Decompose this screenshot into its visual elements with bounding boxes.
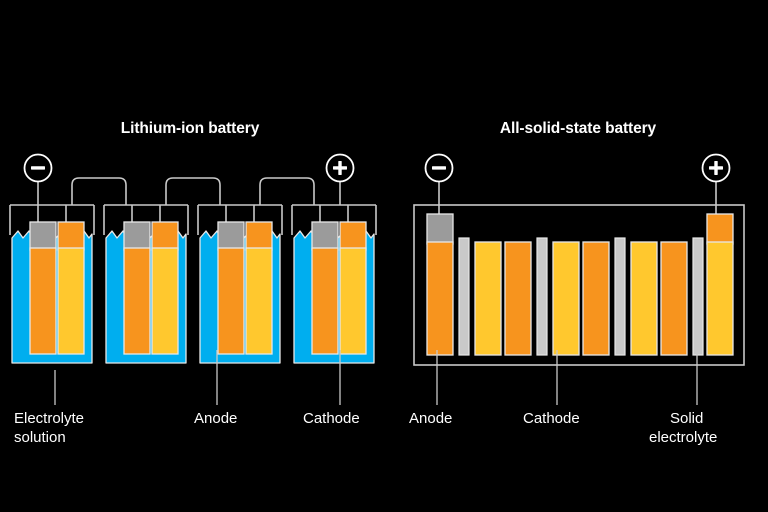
- plus-terminal-circle: [701, 153, 731, 183]
- cathode: [630, 241, 658, 356]
- cell-frame: [9, 204, 95, 235]
- lithium-ion-cell-1: [9, 204, 95, 364]
- minus-icon: [31, 166, 45, 170]
- callout-label-solid-electrolyte-line2: electrolyte: [649, 429, 717, 446]
- callout-label-anode: Anode: [194, 410, 237, 427]
- anode-tab: [311, 221, 339, 251]
- callout-cathode-solid-state: Cathode: [523, 350, 580, 427]
- callout-label-cathode: Cathode: [523, 410, 580, 427]
- panel-title-lithium-ion: Lithium-ion battery: [121, 120, 260, 137]
- cathode: [339, 247, 367, 355]
- cathode: [57, 247, 85, 355]
- cathode: [151, 247, 179, 355]
- cathode: [474, 241, 502, 356]
- callout-electrolyte-solution: Electrolyte solution: [14, 370, 84, 446]
- cathode-tab: [151, 221, 179, 251]
- anode: [504, 241, 532, 356]
- anode-tab: [123, 221, 151, 251]
- anode-tab: [426, 213, 454, 245]
- cathode: [706, 241, 734, 356]
- terminal-positive-solid-state: [701, 153, 731, 216]
- anode-tab: [217, 221, 245, 251]
- anode: [311, 247, 339, 355]
- solid-electrolyte: [614, 237, 626, 356]
- anode-tab: [29, 221, 57, 251]
- cell-interconnects: [71, 177, 315, 205]
- minus-icon: [432, 166, 446, 170]
- panel-title-all-solid-state: All-solid-state battery: [500, 120, 657, 137]
- cell-frame: [197, 204, 283, 235]
- lithium-ion-cell-3: [197, 204, 283, 364]
- interconnect-cell1-cell2: [71, 177, 127, 205]
- terminal-positive-lithium-ion: [325, 153, 355, 205]
- callout-anode-lithium-ion: Anode: [194, 350, 237, 427]
- anode: [660, 241, 688, 356]
- cathode: [552, 241, 580, 356]
- interconnect-cell2-cell3: [165, 177, 221, 205]
- minus-terminal-circle: [23, 153, 53, 183]
- callout-label-electrolyte-line2: solution: [14, 429, 66, 446]
- callout-cathode-lithium-ion: Cathode: [303, 350, 360, 427]
- callout-solid-electrolyte: Solid electrolyte: [649, 350, 717, 446]
- callout-anode-solid-state: Anode: [409, 350, 452, 427]
- cathode-tab: [339, 221, 367, 251]
- cell-frame: [103, 204, 189, 235]
- callout-label-anode: Anode: [409, 410, 452, 427]
- callout-label-electrolyte-line1: Electrolyte: [14, 410, 84, 427]
- cell-frame: [291, 204, 377, 235]
- plus-terminal-circle: [325, 153, 355, 183]
- plus-icon-vertical: [714, 161, 718, 175]
- lithium-ion-cell-4: [291, 204, 377, 364]
- cathode-tab: [245, 221, 273, 251]
- interconnect-cell3-cell4: [259, 177, 315, 205]
- cathode-tab: [57, 221, 85, 251]
- anode: [123, 247, 151, 355]
- lithium-ion-cell-2: [103, 204, 189, 364]
- anode: [426, 241, 454, 356]
- solid-electrolyte: [458, 237, 470, 356]
- terminal-negative-solid-state: [424, 153, 454, 216]
- anode: [217, 247, 245, 355]
- terminal-negative-lithium-ion: [23, 153, 53, 205]
- solid-electrolyte: [536, 237, 548, 356]
- anode: [29, 247, 57, 355]
- minus-terminal-circle: [424, 153, 454, 183]
- solid-state-stack: [426, 213, 734, 356]
- cathode-tab: [706, 213, 734, 245]
- solid-electrolyte: [692, 237, 704, 356]
- callout-label-solid-electrolyte-line1: Solid: [670, 410, 703, 427]
- panel-all-solid-state: All-solid-state battery: [409, 120, 745, 446]
- cathode: [245, 247, 273, 355]
- callout-label-cathode: Cathode: [303, 410, 360, 427]
- plus-icon-vertical: [338, 161, 342, 175]
- panel-lithium-ion: Lithium-ion battery: [9, 120, 377, 446]
- anode: [582, 241, 610, 356]
- solid-state-enclosure: [413, 204, 745, 366]
